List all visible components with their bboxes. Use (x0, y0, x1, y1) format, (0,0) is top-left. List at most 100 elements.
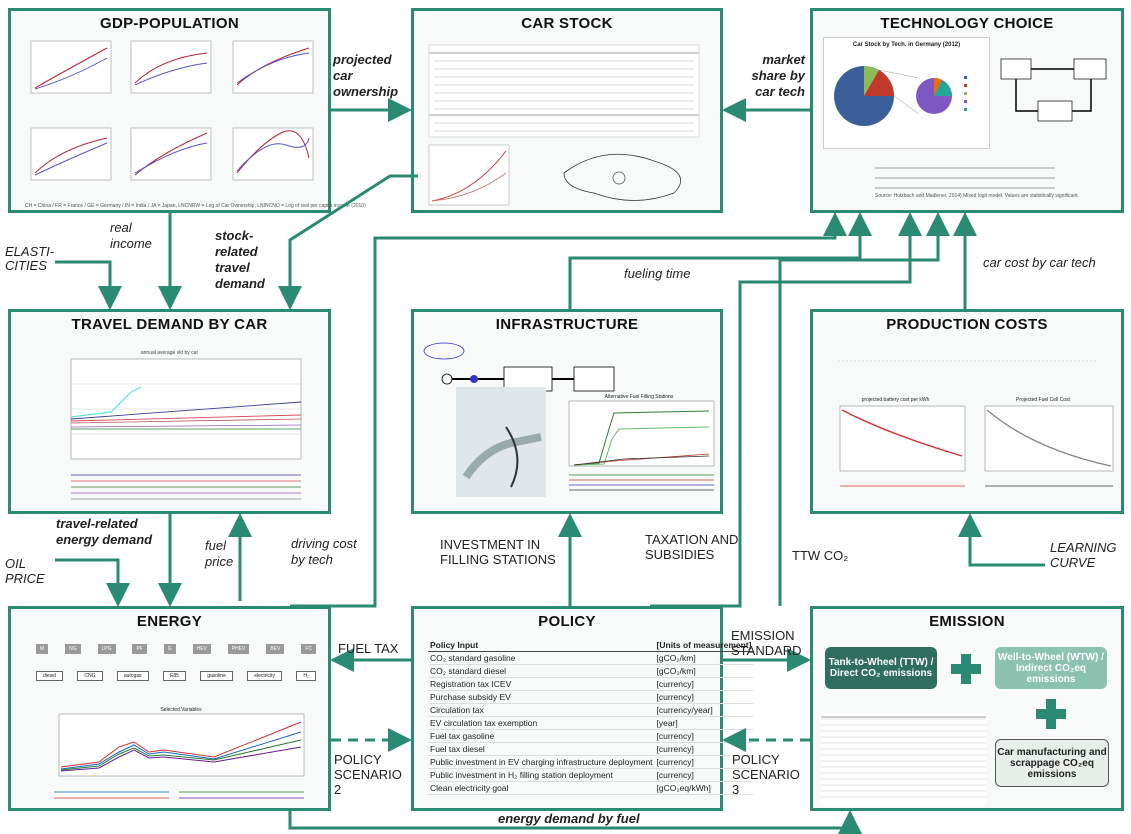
policy-input: Registration tax ICEV (428, 677, 655, 691)
fuel-node: HEV (192, 644, 211, 654)
policy-row: EV circulation tax exemption[year] (428, 716, 754, 730)
policy-unit: [currency] (654, 677, 754, 691)
policy-input: Fuel tax diesel (428, 742, 655, 756)
technology-choice-title: TECHNOLOGY CHOICE (880, 15, 1054, 32)
gdp-chart-1 (30, 40, 112, 94)
label-fuel-price: fuel price (205, 538, 234, 569)
travel-demand-box: TRAVEL DEMAND BY CAR annual average vkt … (8, 309, 331, 514)
policy-unit: [currency] (654, 755, 754, 769)
fuel-output: CNG (77, 671, 103, 681)
plus-icon (1036, 699, 1066, 729)
policy-input: Clean electricity goal (428, 781, 655, 795)
arrow-elasticities (55, 260, 122, 310)
label-policy-scenario-3: POLICY SCENARIO 3 (732, 752, 800, 797)
gdp-chart-6 (232, 127, 314, 181)
label-market-share: market share by car tech (751, 52, 805, 99)
policy-unit: [currency/year] (654, 703, 754, 717)
policy-input: CO₂ standard diesel (428, 664, 655, 678)
energy-box: ENERGY M NG LPG PF G HEV PHEV BEV FC die… (8, 606, 331, 811)
fuel-output: autogas (116, 671, 149, 681)
pie-chart-title: Car Stock by Tech. in Germany (2012) (852, 42, 961, 48)
technology-choice-box: TECHNOLOGY CHOICE Car Stock by Tech. in … (810, 8, 1124, 213)
car-photo-placeholder (456, 387, 546, 497)
gdp-footnote: CH = China / FR = France / GE = Germany … (25, 203, 366, 209)
energy-title: ENERGY (136, 613, 203, 630)
policy-unit: [gCO₂eq/kWh] (654, 781, 754, 795)
policy-input: Purchase subsidy EV (428, 690, 655, 704)
label-learning-curve: LEARNING CURVE (1050, 540, 1117, 570)
label-fueling-time: fueling time (624, 266, 691, 281)
battery-cost-chart (839, 405, 966, 487)
policy-input: Circulation tax (428, 703, 655, 717)
label-fuel-tax: FUEL TAX (338, 641, 399, 656)
fuel-output: electricity (247, 671, 283, 681)
production-costs-box: PRODUCTION COSTS projected battery cost … (810, 309, 1124, 514)
policy-unit: [currency] (654, 690, 754, 704)
wtw-emissions-box: Well-to-Wheel (WTW) / Indirect CO₂eq emi… (995, 647, 1107, 689)
label-energy-demand-fuel: energy demand by fuel (498, 811, 640, 826)
ttw-emissions-box: Tank-to-Wheel (TTW) / Direct CO₂ emissio… (825, 647, 937, 689)
policy-unit: [gCO₂/km] (654, 651, 754, 665)
arrow-driving-cost (290, 212, 847, 608)
production-costs-title: PRODUCTION COSTS (886, 316, 1048, 333)
fuel-tree-bottom: diesel CNG autogas E85 gasoline electric… (36, 671, 316, 681)
gdp-population-title: GDP-POPULATION (100, 15, 239, 32)
arrow-energy-demand-fuel (288, 810, 862, 834)
policy-input: EV circulation tax exemption (428, 716, 655, 730)
policy-input: Fuel tax gasoline (428, 729, 655, 743)
energy-chart-title: Selected Variables (160, 707, 202, 713)
fuel-node: M (36, 644, 49, 654)
policy-row: Registration tax ICEV[currency] (428, 677, 754, 691)
vkt-chart-title: annual average vkt by car (140, 350, 199, 356)
infrastructure-box: INFRASTRUCTURE Alternative Fuel Filling … (411, 309, 723, 514)
energy-chart (54, 713, 305, 799)
emission-factor-table (821, 713, 986, 805)
label-driving-cost: driving cost by tech (291, 536, 357, 567)
label-car-cost: car cost by car tech (983, 255, 1096, 270)
arrow-oil-price (55, 558, 130, 607)
gdp-chart-3 (232, 40, 314, 94)
battery-cost-title: projected battery cost per kWh (861, 397, 930, 403)
fuel-cell-cost-title: Projected Fuel Cell Cost (1016, 397, 1070, 403)
stock-equation (838, 360, 1098, 362)
policy-row: Clean electricity goal[gCO₂eq/kWh] (428, 781, 754, 795)
infra-chart-title: Alternative Fuel Filling Stations (604, 394, 674, 400)
policy-row: Public investment in H₂ filling station … (428, 768, 754, 782)
gdp-chart-4 (30, 127, 112, 181)
policy-header-row: Policy Input [Units of measurement] (428, 639, 754, 652)
policy-title: POLICY (538, 613, 596, 630)
policy-box: POLICY Policy Input [Units of measuremen… (411, 606, 754, 811)
arrow-stock-travel (278, 174, 418, 310)
pie-chart (834, 65, 967, 126)
fuel-node: FC (301, 644, 316, 654)
policy-input: Public investment in EV charging infrast… (428, 755, 655, 769)
vkt-chart (70, 358, 302, 500)
gdp-population-box: GDP-POPULATION CH = China / FR = France … (8, 8, 366, 213)
growth-curve-chart (428, 144, 510, 206)
fuel-output: diesel (36, 671, 64, 681)
plus-icon (951, 654, 981, 684)
policy-unit: [gCO₂/km] (654, 664, 754, 678)
arrow-ttw-co2 (778, 212, 950, 606)
causal-loop-diagram (563, 153, 681, 201)
fuel-output: gasoline (200, 671, 233, 681)
policy-row: Circulation tax[currency/year] (428, 703, 754, 717)
label-stock-related: stock- related travel demand (215, 228, 265, 291)
policy-row: CO₂ standard diesel[gCO₂/km] (428, 664, 754, 678)
label-oil-price: OIL PRICE (5, 556, 45, 586)
policy-header-units: [Units of measurement] (654, 639, 754, 652)
policy-row: Public investment in EV charging infrast… (428, 755, 754, 769)
arrow-fueling-time (568, 212, 872, 309)
policy-input: Public investment in H₂ filling station … (428, 768, 655, 782)
label-taxation: TAXATION AND SUBSIDIES (645, 532, 739, 562)
fuel-node: PF (132, 644, 147, 654)
policy-row: CO₂ standard gasoline[gCO₂/km] (428, 651, 754, 665)
car-stock-content (428, 44, 700, 206)
travel-demand-title: TRAVEL DEMAND BY CAR (71, 316, 268, 333)
arrow-learning-curve (958, 513, 1045, 567)
label-emission-standard: EMISSION STANDARD (731, 628, 802, 658)
label-real-income: real income (110, 220, 152, 251)
gdp-chart-5 (130, 127, 212, 181)
policy-header-input: Policy Input (428, 639, 655, 652)
